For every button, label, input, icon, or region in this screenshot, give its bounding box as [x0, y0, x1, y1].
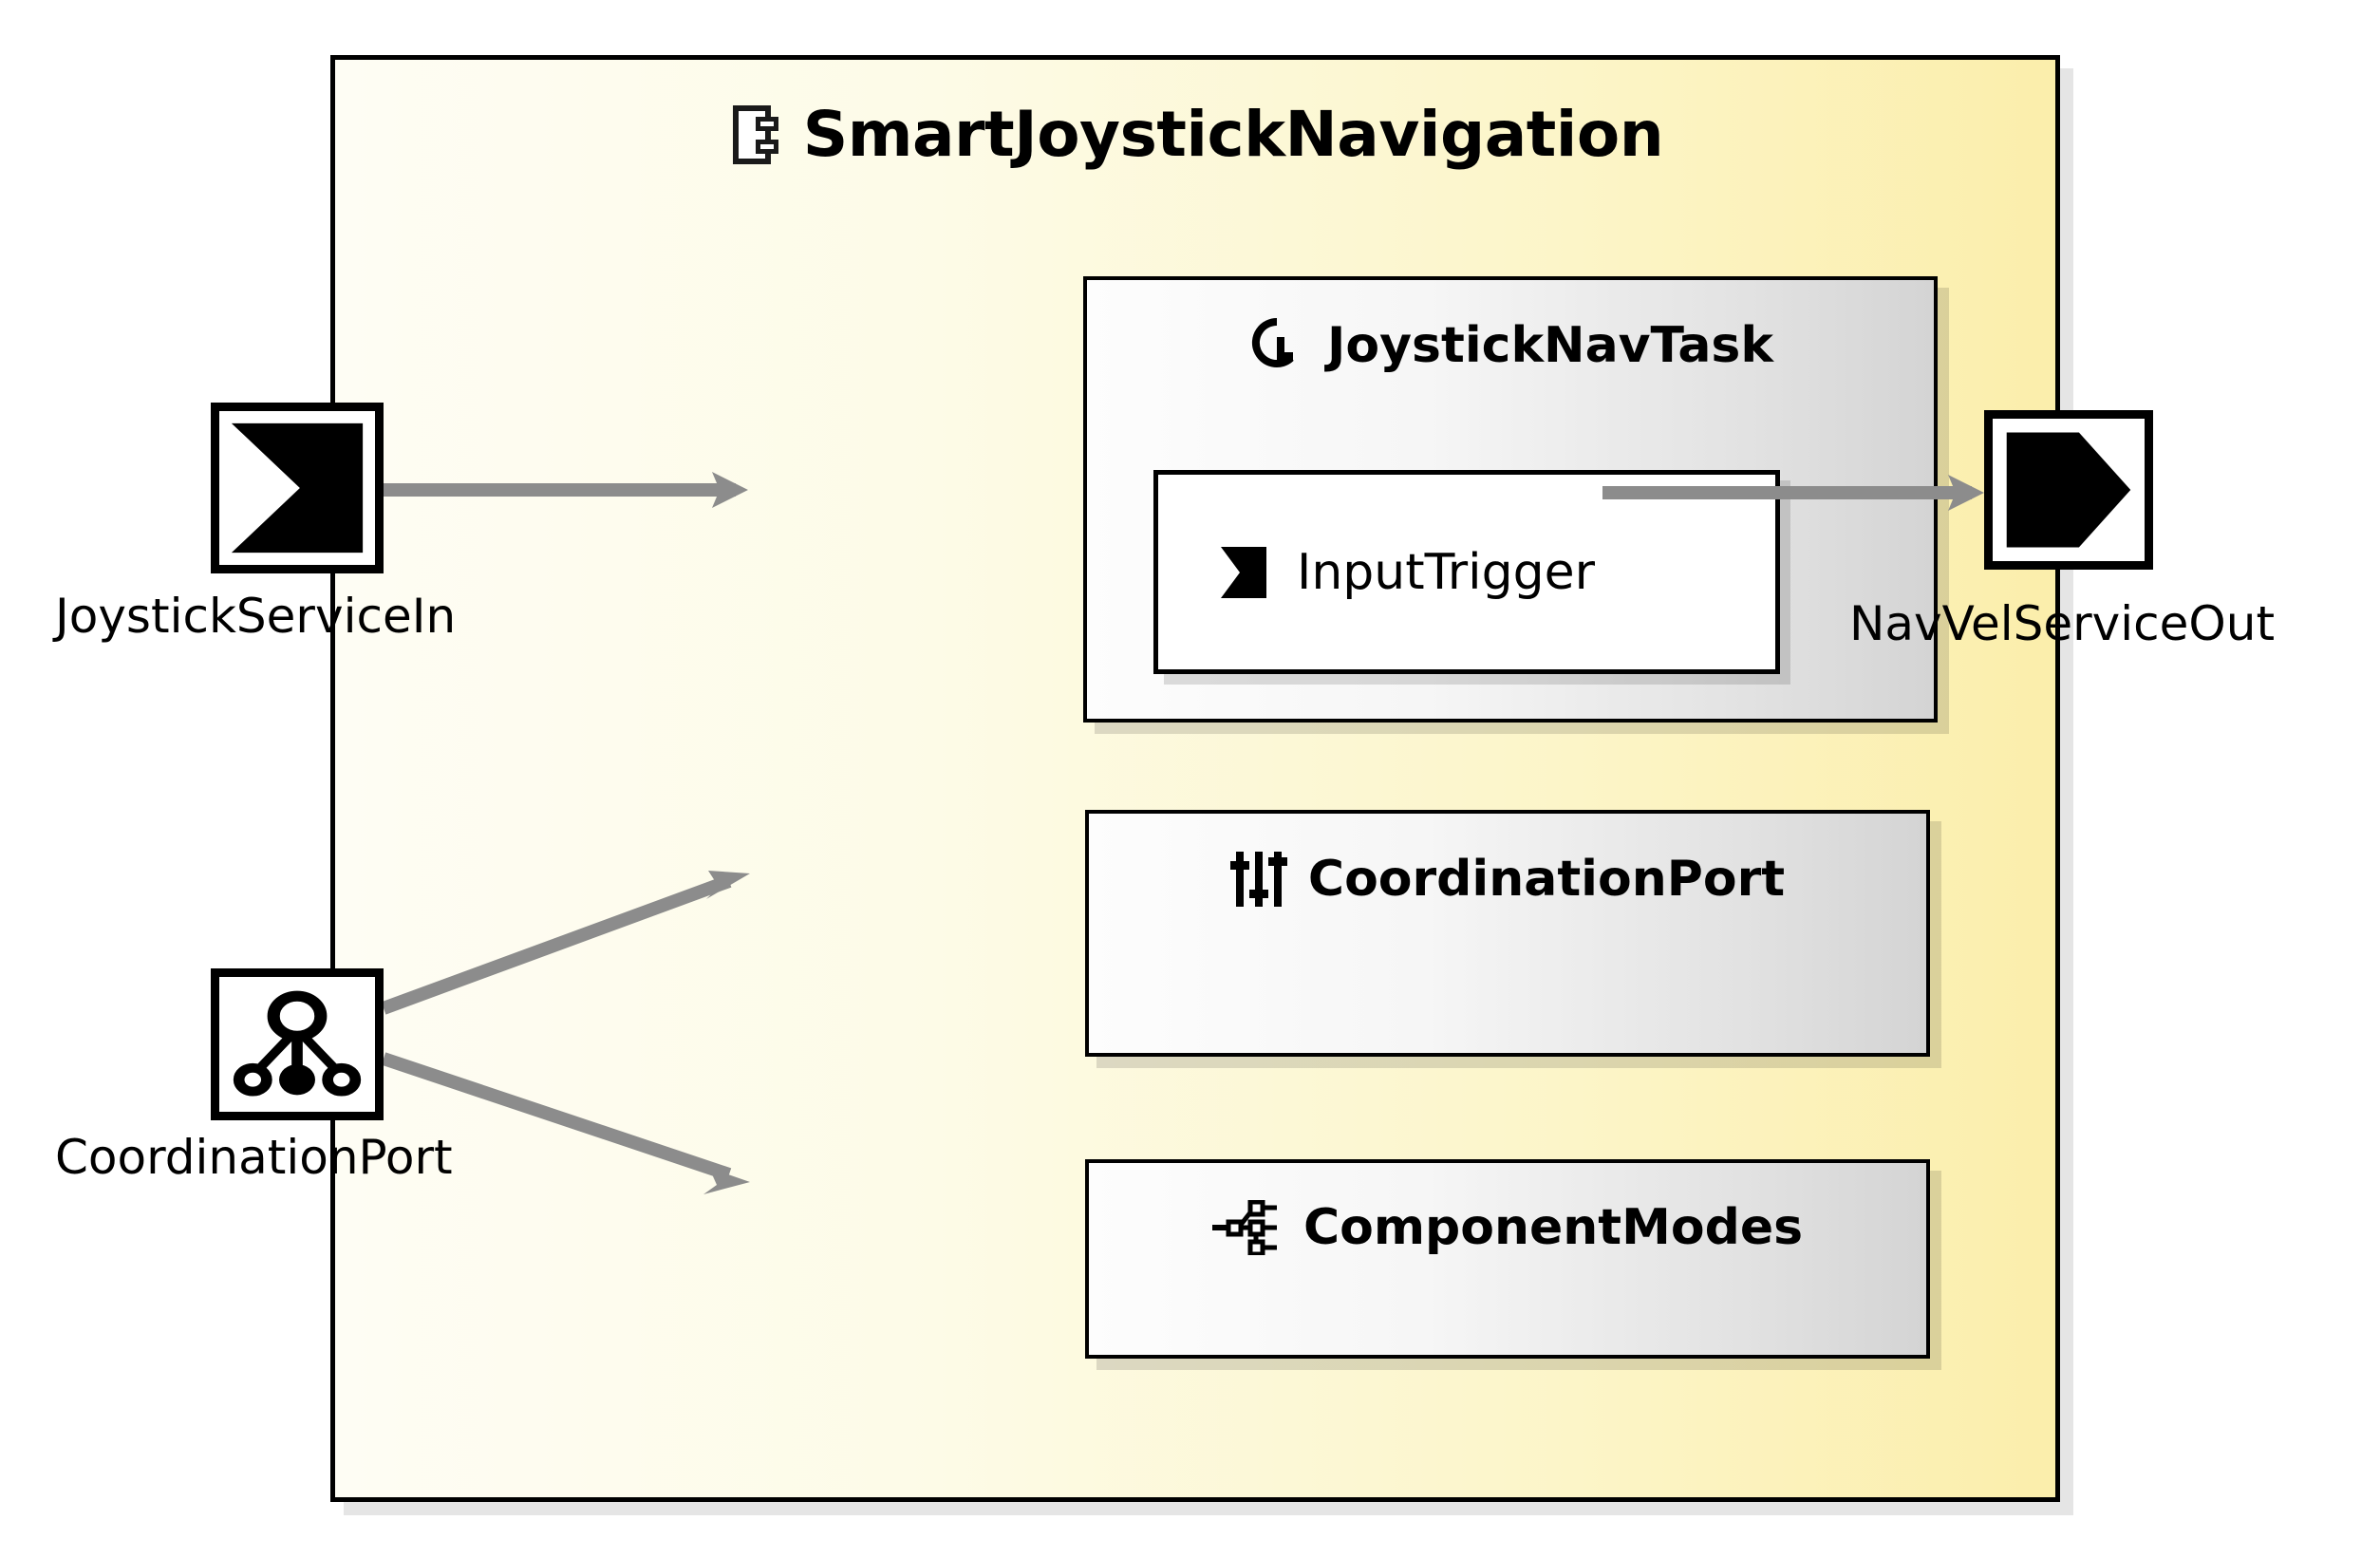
trigger-flag-icon [1217, 543, 1270, 602]
port-joystickservicein-label: JoystickServiceIn [55, 589, 457, 644]
component-smartjoysticknavigation[interactable]: SmartJoystickNavigation JoystickNavTask [330, 55, 2060, 1502]
modes-hierarchy-icon [1211, 1199, 1283, 1257]
box-componentmodes-label: ComponentModes [1302, 1199, 1804, 1256]
box-componentmodes-header: ComponentModes [1089, 1199, 1926, 1257]
box-coordinationport[interactable]: CoordinationPort [1085, 810, 1930, 1057]
box-coordinationport-header: CoordinationPort [1089, 850, 1926, 909]
sliders-icon [1229, 850, 1287, 909]
box-inputtrigger-label: InputTrigger [1297, 543, 1595, 601]
uml-component-icon-body [732, 104, 771, 164]
component-title: SmartJoystickNavigation [802, 98, 1664, 171]
uml-component-icon [727, 104, 778, 164]
box-componentmodes[interactable]: ComponentModes [1085, 1159, 1930, 1359]
port-navvelserviceout[interactable] [1984, 410, 2153, 570]
cyclic-task-icon [1247, 316, 1306, 375]
component-title-row: SmartJoystickNavigation [335, 98, 2055, 171]
box-joysticknavtask-label: JoystickNavTask [1327, 317, 1773, 374]
port-coordinationport-external-label: CoordinationPort [55, 1130, 453, 1185]
uml-component-icon-tab-bottom [755, 139, 778, 154]
output-port-arrow-icon [2006, 432, 2131, 548]
port-coordinationport-external[interactable] [211, 968, 384, 1120]
box-joysticknavtask-header: JoystickNavTask [1087, 316, 1934, 375]
port-joystickservicein[interactable] [211, 403, 384, 573]
coordination-hub-icon [233, 990, 362, 1097]
uml-component-icon-tab-top [755, 116, 778, 131]
input-port-chevron-icon [231, 422, 364, 554]
port-navvelserviceout-label: NavVelServiceOut [1849, 596, 2276, 651]
box-inputtrigger[interactable]: InputTrigger [1153, 470, 1780, 674]
box-coordinationport-label: CoordinationPort [1307, 851, 1786, 908]
